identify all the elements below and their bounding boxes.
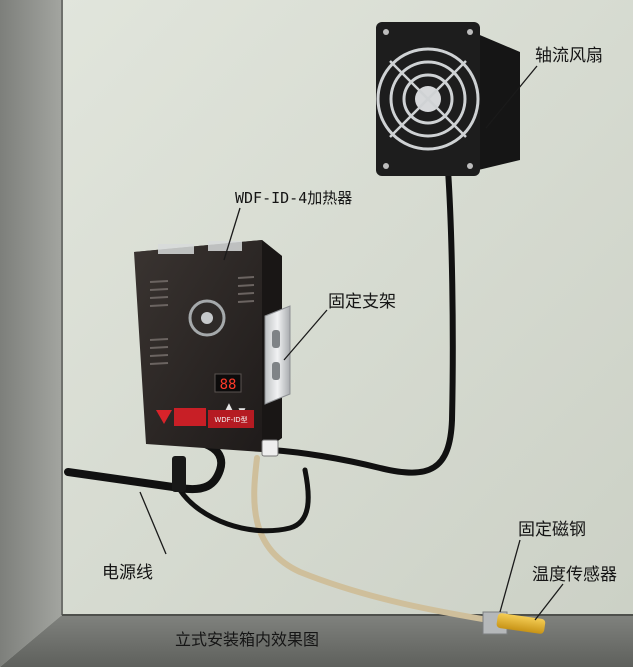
model-text: WDF-ID型: [214, 415, 247, 424]
heater-vent-slots: [149, 276, 255, 365]
diagram-caption: 立式安装箱内效果图: [175, 630, 320, 649]
fan-grille-ring-inner: [402, 73, 454, 125]
temperature-sensor: [482, 611, 546, 635]
label-heater-model: WDF-ID-4加热器: [235, 189, 353, 207]
power-plug: [172, 456, 186, 492]
brand-panel: [174, 408, 206, 426]
leader-heater: [223, 207, 241, 261]
label-temperature-sensor: 温度传感器: [532, 565, 617, 585]
bracket-slot: [272, 330, 280, 348]
heater-fan-hub: [201, 312, 213, 324]
fan-housing-side: [468, 30, 520, 172]
cabinet-floor: [0, 615, 633, 667]
left-side-wall: [0, 0, 62, 667]
model-panel: [208, 410, 254, 428]
power-cord-loop: [177, 467, 311, 534]
heater-device: 88 ▲ ▼ WDF-ID型: [134, 240, 282, 452]
heater-front: [134, 240, 262, 452]
leader-magnet: [499, 539, 521, 613]
label-fixing-magnet: 固定磁钢: [518, 520, 586, 540]
leader-temp-sensor: [534, 583, 564, 621]
fan-grille-spoke: [389, 60, 467, 138]
sensor-probe: [496, 613, 546, 634]
sensor-wire: [251, 455, 503, 625]
fan-cable: [269, 167, 456, 476]
label-axial-fan: 轴流风扇: [535, 46, 603, 66]
digital-display: [214, 373, 242, 393]
brand-logo-icon: [156, 410, 172, 424]
leader-fan: [485, 65, 538, 129]
heater-top-vent: [208, 241, 242, 251]
fan-screw: [467, 29, 473, 35]
up-button-icon: ▲: [226, 402, 233, 412]
bracket-plate: [264, 305, 291, 405]
label-fixing-bracket: 固定支架: [328, 292, 396, 312]
leader-power-cord: [139, 491, 167, 555]
leader-bracket: [283, 309, 328, 361]
heater-top-vent: [158, 244, 194, 254]
label-power-cord: 电源线: [102, 563, 153, 583]
fixing-bracket: [264, 305, 291, 405]
bracket-slot: [272, 362, 280, 380]
fan-screw: [383, 163, 389, 169]
sensor-connector: [261, 439, 279, 457]
fan-grille-ring-outer: [376, 47, 480, 151]
fan-grille-ring-mid: [389, 60, 467, 138]
fan-screw: [383, 29, 389, 35]
axial-fan: [376, 22, 520, 176]
leader-lines: [139, 65, 564, 621]
fan-screw: [467, 163, 473, 169]
display-digits: 88: [220, 377, 237, 393]
